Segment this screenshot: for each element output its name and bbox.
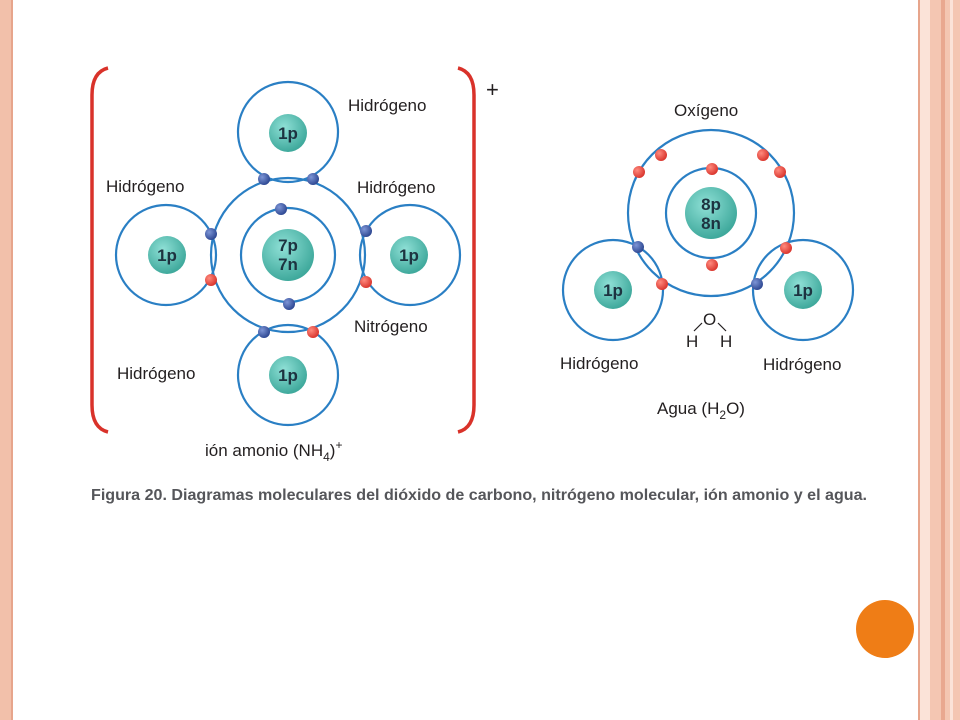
electron-red <box>655 149 667 161</box>
hydrogen-right-orbit <box>358 203 462 307</box>
electron-red <box>780 242 792 254</box>
left-border <box>0 0 13 720</box>
nitrogen-outer-orbit <box>209 176 367 334</box>
electron-red <box>360 276 372 288</box>
hydrogen-right-nucleus <box>390 236 428 274</box>
right-border-inner <box>918 0 930 720</box>
water-hydrogen-left-nucleus <box>594 271 632 309</box>
electron-blue <box>258 326 270 338</box>
hydrogen-bottom-nucleus <box>269 356 307 394</box>
label-water-hydrogen-right: Hidrógeno <box>763 355 841 374</box>
formula-hydrogen-right: H <box>720 332 732 351</box>
electron-red <box>706 259 718 271</box>
electron-blue <box>751 278 763 290</box>
nitrogen-nucleus <box>262 229 314 281</box>
bracket-charge: + <box>486 77 499 102</box>
water-molecule: 8p 8n 1p 1p Oxígeno Hidrógeno Hidrógeno … <box>560 101 855 422</box>
water-title-main: Agua (H <box>657 399 719 418</box>
hydrogen-left-nucleus-label: 1p <box>157 246 177 265</box>
oxygen-neutrons-label: 8n <box>701 214 721 233</box>
water-hydrogen-left-nucleus-label: 1p <box>603 281 623 300</box>
label-nitrogen: Nitrógeno <box>354 317 428 336</box>
water-hydrogen-right-nucleus-label: 1p <box>793 281 813 300</box>
electron-red <box>656 278 668 290</box>
electron-blue <box>275 203 287 215</box>
formula-bond-left <box>693 322 703 332</box>
water-hydrogen-right-orbit <box>751 238 855 342</box>
label-hydrogen-left: Hidrógeno <box>106 177 184 196</box>
water-title: Agua (H2O) <box>657 399 745 422</box>
electron-blue <box>360 225 372 237</box>
hydrogen-top-nucleus <box>269 114 307 152</box>
water-title-close: O) <box>726 399 745 418</box>
nitrogen-protons-label: 7p <box>278 236 298 255</box>
ammonium-ion: + 1p 1p 1p 1p 7p 7n <box>90 66 499 464</box>
hydrogen-left-nucleus <box>148 236 186 274</box>
electron-red <box>774 166 786 178</box>
hydrogen-bottom-orbit <box>236 323 340 427</box>
electron-blue <box>283 298 295 310</box>
water-hydrogen-right-nucleus <box>784 271 822 309</box>
formula-hydrogen-left: H <box>686 332 698 351</box>
electron-red <box>633 166 645 178</box>
electron-red <box>307 326 319 338</box>
nitrogen-neutrons-label: 7n <box>278 255 298 274</box>
ammonium-electrons <box>205 173 372 338</box>
water-electrons <box>632 149 792 290</box>
water-hydrogen-left-orbit <box>561 238 665 342</box>
formula-bond-right <box>717 322 727 332</box>
accent-circle <box>856 600 914 658</box>
figure-caption: Figura 20. Diagramas moleculares del dió… <box>91 487 867 504</box>
ammonium-title: ión amonio (NH4)+ <box>205 438 342 464</box>
oxygen-outer-orbit <box>626 128 796 298</box>
electron-red <box>205 274 217 286</box>
label-hydrogen-bottom: Hidrógeno <box>117 364 195 383</box>
hydrogen-bottom-nucleus-label: 1p <box>278 366 298 385</box>
label-oxygen: Oxígeno <box>674 101 738 120</box>
left-bracket <box>90 66 109 434</box>
ammonium-title-close: ) <box>330 441 336 460</box>
oxygen-nucleus <box>685 187 737 239</box>
ammonium-title-charge: + <box>335 438 342 452</box>
electron-blue <box>632 241 644 253</box>
formula-oxygen: O <box>703 310 716 329</box>
water-title-sub: 2 <box>719 408 726 422</box>
electron-red <box>757 149 769 161</box>
water-structural-formula: O H H <box>686 310 732 351</box>
ammonium-title-main: ión amonio (NH <box>205 441 323 460</box>
oxygen-protons-label: 8p <box>701 195 721 214</box>
electron-red <box>706 163 718 175</box>
hydrogen-left-orbit <box>114 203 218 307</box>
hydrogen-top-nucleus-label: 1p <box>278 124 298 143</box>
ammonium-title-sub: 4 <box>323 450 330 464</box>
right-bracket <box>457 66 476 434</box>
hydrogen-top-orbit <box>236 80 340 184</box>
right-border-stripe <box>941 0 945 720</box>
electron-blue <box>258 173 270 185</box>
label-hydrogen-right: Hidrógeno <box>357 178 435 197</box>
hydrogen-right-nucleus-label: 1p <box>399 246 419 265</box>
right-border-stripe-light <box>950 0 953 720</box>
right-border-outer <box>930 0 960 720</box>
electron-blue <box>307 173 319 185</box>
electron-blue <box>205 228 217 240</box>
label-water-hydrogen-left: Hidrógeno <box>560 354 638 373</box>
label-hydrogen-top: Hidrógeno <box>348 96 426 115</box>
